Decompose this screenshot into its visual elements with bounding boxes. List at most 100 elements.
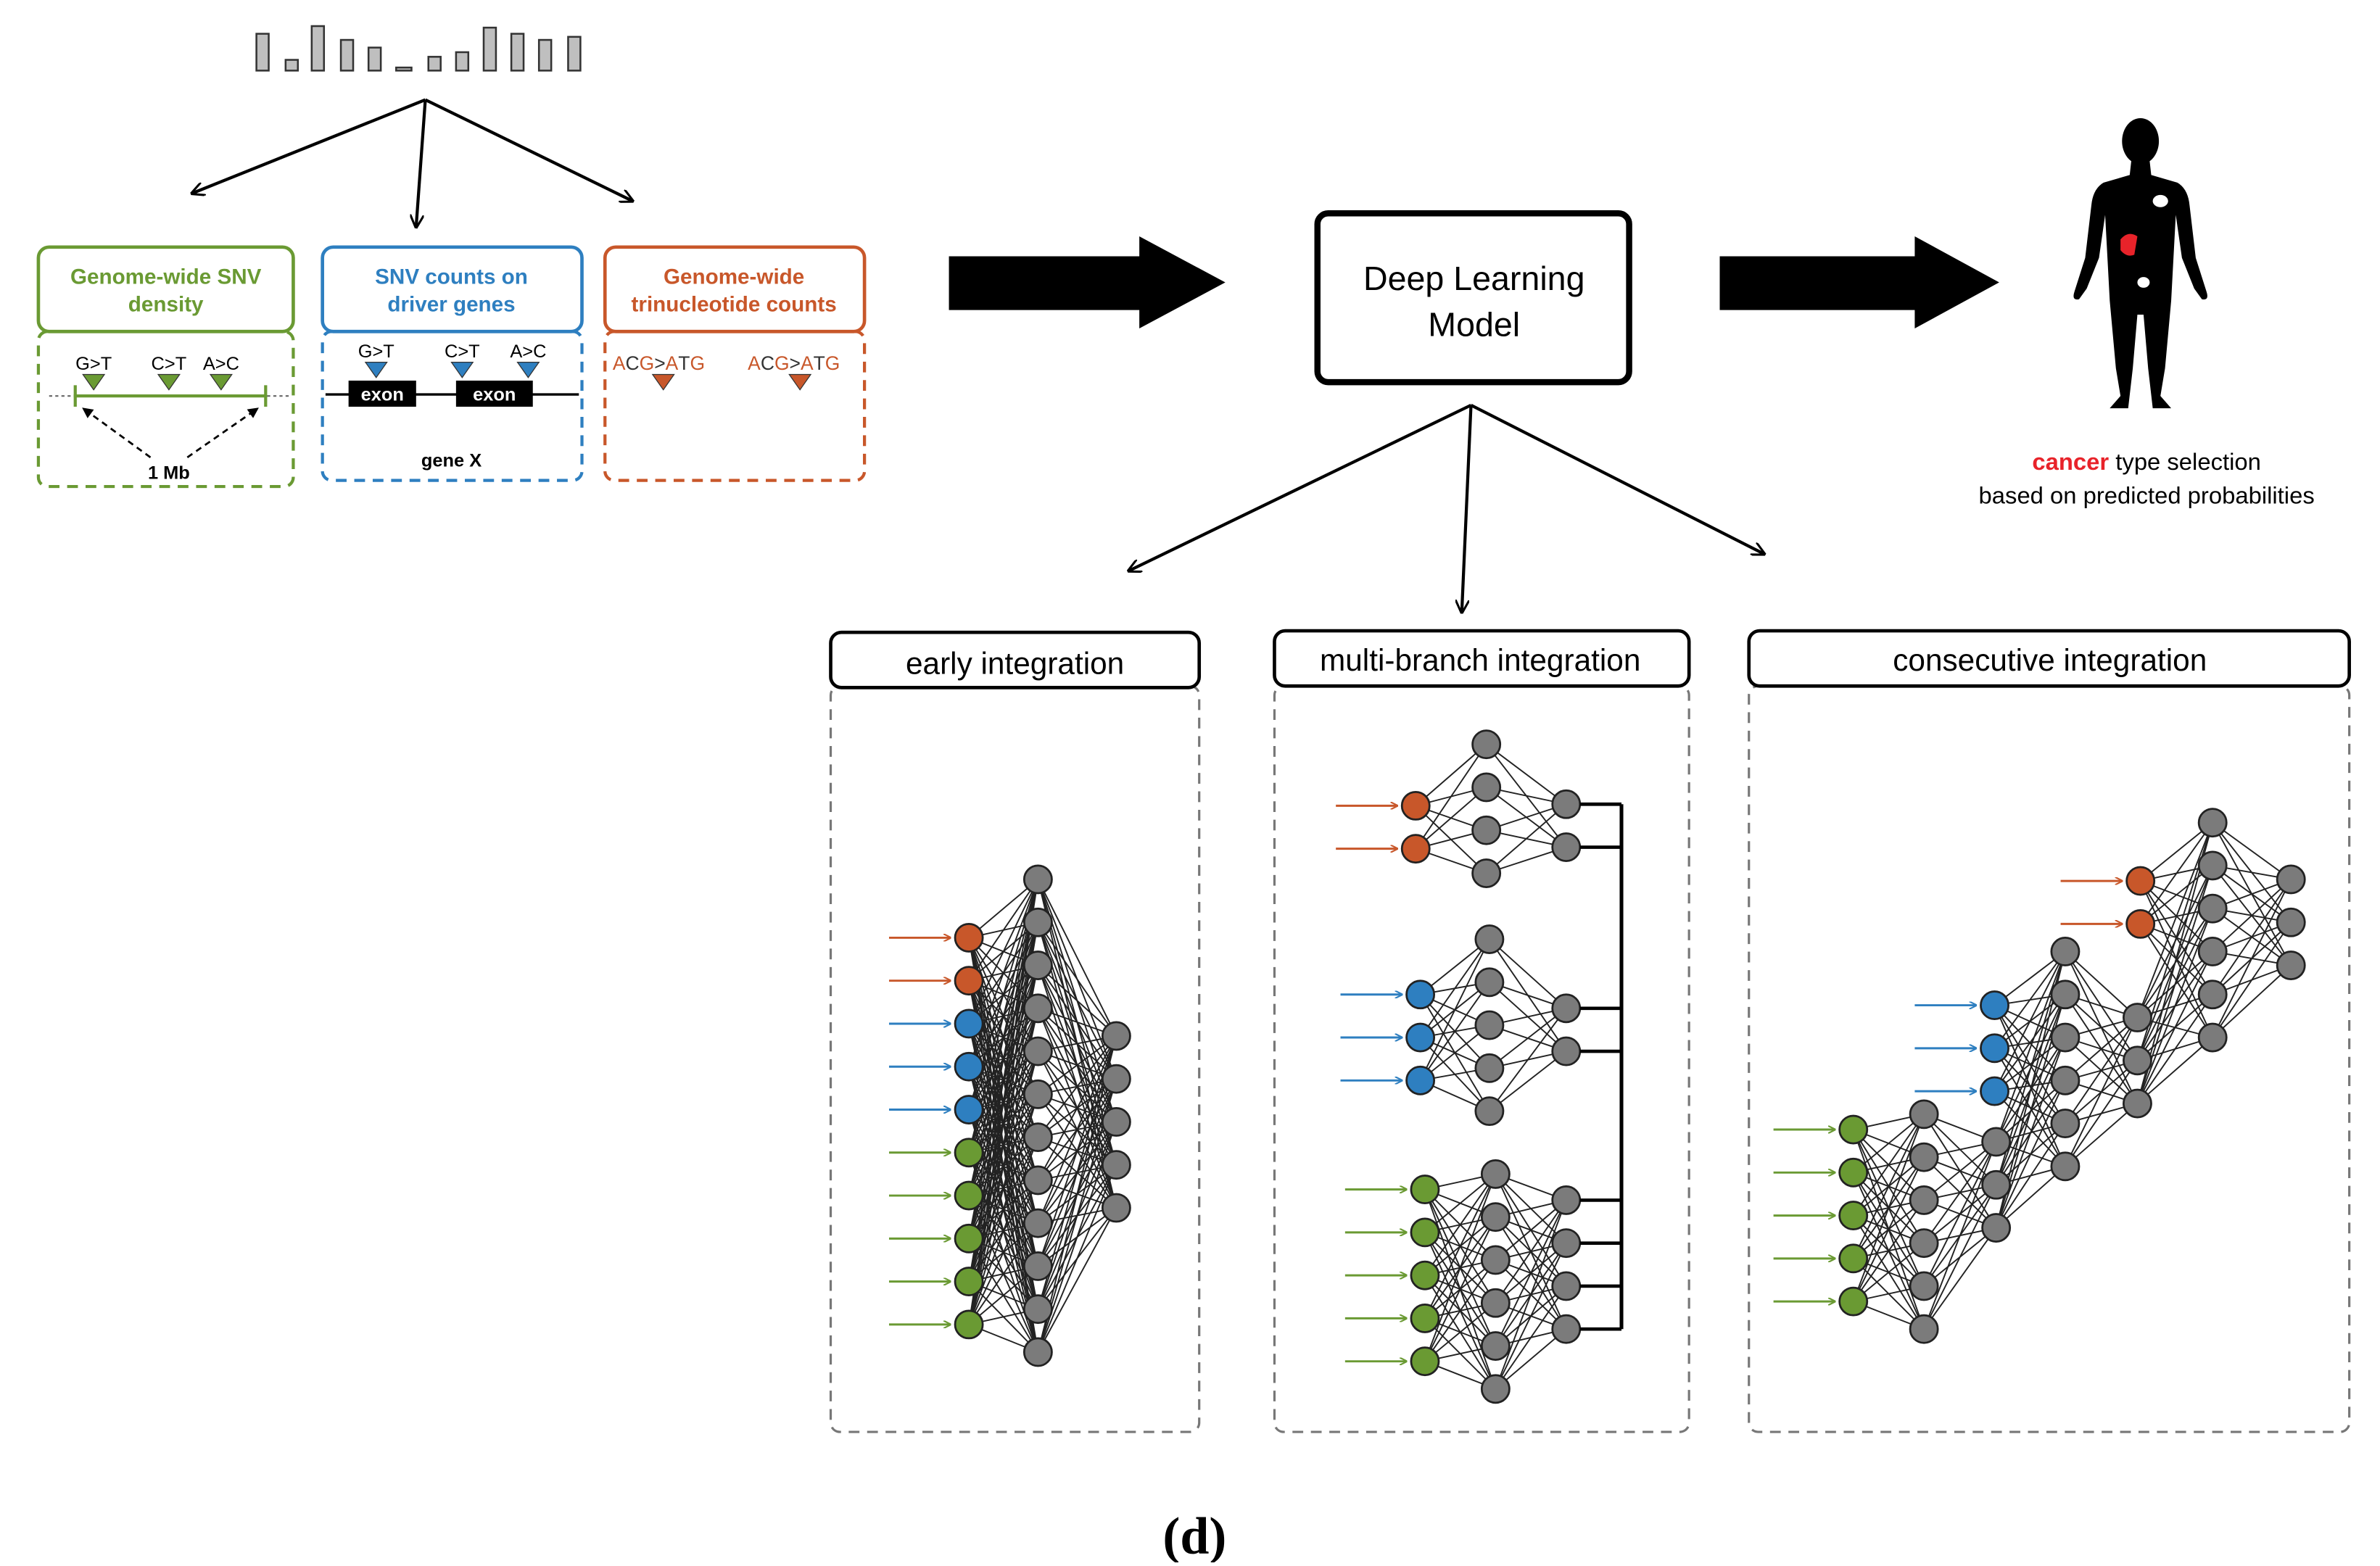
- connection-line: [968, 965, 1039, 1325]
- human-body-icon: [2073, 118, 2207, 409]
- feature-snv-density: Genome-wide SNV density G>T C>T A>C 1 Mb: [36, 245, 295, 489]
- connection-line: [1037, 1164, 1117, 1353]
- connection-line: [1852, 1114, 1925, 1259]
- trinuc-title-1: Genome-wide: [664, 265, 804, 289]
- network-node: [1981, 1127, 2012, 1157]
- connection-line: [2212, 921, 2292, 1038]
- network-node: [1551, 1271, 1582, 1301]
- connection-line: [968, 879, 1039, 1282]
- network-node: [1838, 1243, 1869, 1274]
- network-node: [1980, 1076, 2009, 1106]
- network-node: [2276, 864, 2306, 895]
- connection-line: [968, 1137, 1039, 1325]
- network-node: [1022, 1251, 1053, 1281]
- driver-mut-3: A>C: [510, 341, 546, 362]
- network-node: [954, 922, 984, 953]
- connection-line: [968, 1180, 1039, 1325]
- connection-line: [1923, 1141, 1997, 1287]
- multibranch-integration-network: [1336, 729, 1624, 1404]
- network-node: [1022, 1294, 1053, 1325]
- network-node: [1022, 1079, 1053, 1109]
- connection-line: [1486, 743, 1567, 805]
- connection-line: [1037, 964, 1117, 1037]
- network-node: [2197, 937, 2228, 966]
- connection-line: [1489, 1008, 1567, 1112]
- network-node: [1410, 1174, 1440, 1205]
- block-arrow-to-model: [949, 236, 1226, 329]
- exon-label-2: exon: [473, 385, 516, 405]
- network-node: [1909, 1185, 1939, 1215]
- connection-line: [2065, 1103, 2139, 1167]
- connection-line: [1852, 1156, 1925, 1302]
- connection-line: [1495, 1199, 1567, 1304]
- network-node: [1551, 1228, 1582, 1259]
- network-node: [1101, 1150, 1131, 1180]
- connection-line: [1495, 1243, 1567, 1390]
- connection-line: [1993, 1090, 2066, 1167]
- connection-line: [1923, 1141, 1997, 1330]
- network-node: [2125, 908, 2156, 939]
- network-node: [1480, 1374, 1511, 1404]
- connection-line: [1495, 1285, 1567, 1390]
- connection-line: [1424, 1173, 1496, 1233]
- network-node: [1551, 832, 1582, 862]
- network-node: [1400, 790, 1431, 821]
- connection-line: [1923, 1141, 1997, 1244]
- panel-label: (d): [1162, 1507, 1226, 1562]
- connection-line: [1037, 921, 1117, 1037]
- connection-line: [1495, 1199, 1567, 1261]
- connection-line: [1995, 951, 2066, 1143]
- connection-line: [1419, 982, 1490, 1081]
- connection-line: [968, 1008, 1039, 1325]
- feature-trinucleotide: Genome-wide trinucleotide counts ACG>ATG…: [603, 245, 867, 482]
- connection-line: [1923, 1227, 1997, 1330]
- network-node: [1909, 1314, 1939, 1344]
- network-node: [2123, 1088, 2152, 1119]
- connection-line: [2065, 1060, 2139, 1167]
- network-node: [1405, 979, 1436, 1010]
- network-node: [1474, 967, 1505, 998]
- connection-line: [968, 879, 1039, 1239]
- connection-line: [1853, 1242, 1925, 1302]
- connection-line: [1996, 1166, 2066, 1229]
- connection-line: [2140, 821, 2213, 882]
- network-node: [1480, 1288, 1511, 1318]
- network-node: [2276, 907, 2306, 937]
- model-title-2: Model: [1428, 306, 1520, 344]
- connection-line: [968, 879, 1039, 1325]
- gene-label: gene X: [421, 451, 482, 471]
- deep-learning-model-box: Deep Learning Model: [1314, 210, 1632, 386]
- connection-line: [1495, 1328, 1567, 1390]
- connection-line: [968, 922, 1039, 1325]
- output-caption-1: cancer type selection: [2032, 448, 2260, 475]
- connection-line: [1419, 938, 1490, 1038]
- network-node: [2197, 850, 2228, 881]
- connection-line: [1424, 1174, 1497, 1362]
- connection-line: [1995, 1080, 2066, 1228]
- network-node: [1471, 772, 1502, 803]
- network-node: [1480, 1159, 1511, 1189]
- network-node: [1022, 1165, 1053, 1196]
- output-caption-2: based on predicted probabilities: [1979, 481, 2315, 508]
- network-node: [1480, 1245, 1511, 1275]
- connection-line: [1037, 1035, 1117, 1353]
- network-node: [2197, 979, 2228, 1010]
- network-node: [1405, 1065, 1436, 1095]
- network-node: [954, 1095, 984, 1124]
- connection-line: [2212, 879, 2292, 953]
- connection-line: [1852, 1114, 1925, 1217]
- consecutive-integration-label: consecutive integration: [1893, 643, 2207, 677]
- connection-line: [1995, 1123, 2066, 1229]
- network-node: [1022, 1122, 1053, 1153]
- network-node: [1838, 1157, 1869, 1188]
- connection-line: [1993, 950, 2066, 1049]
- network-node: [1410, 1217, 1440, 1248]
- connection-line: [1486, 803, 1567, 874]
- connection-line: [1495, 1199, 1567, 1346]
- connection-line: [2212, 964, 2292, 1038]
- network-node: [2125, 866, 2156, 896]
- model-arrows: [1128, 403, 1764, 613]
- connection-line: [1037, 1207, 1117, 1353]
- network-node: [1101, 1064, 1131, 1094]
- network-node: [1022, 907, 1053, 937]
